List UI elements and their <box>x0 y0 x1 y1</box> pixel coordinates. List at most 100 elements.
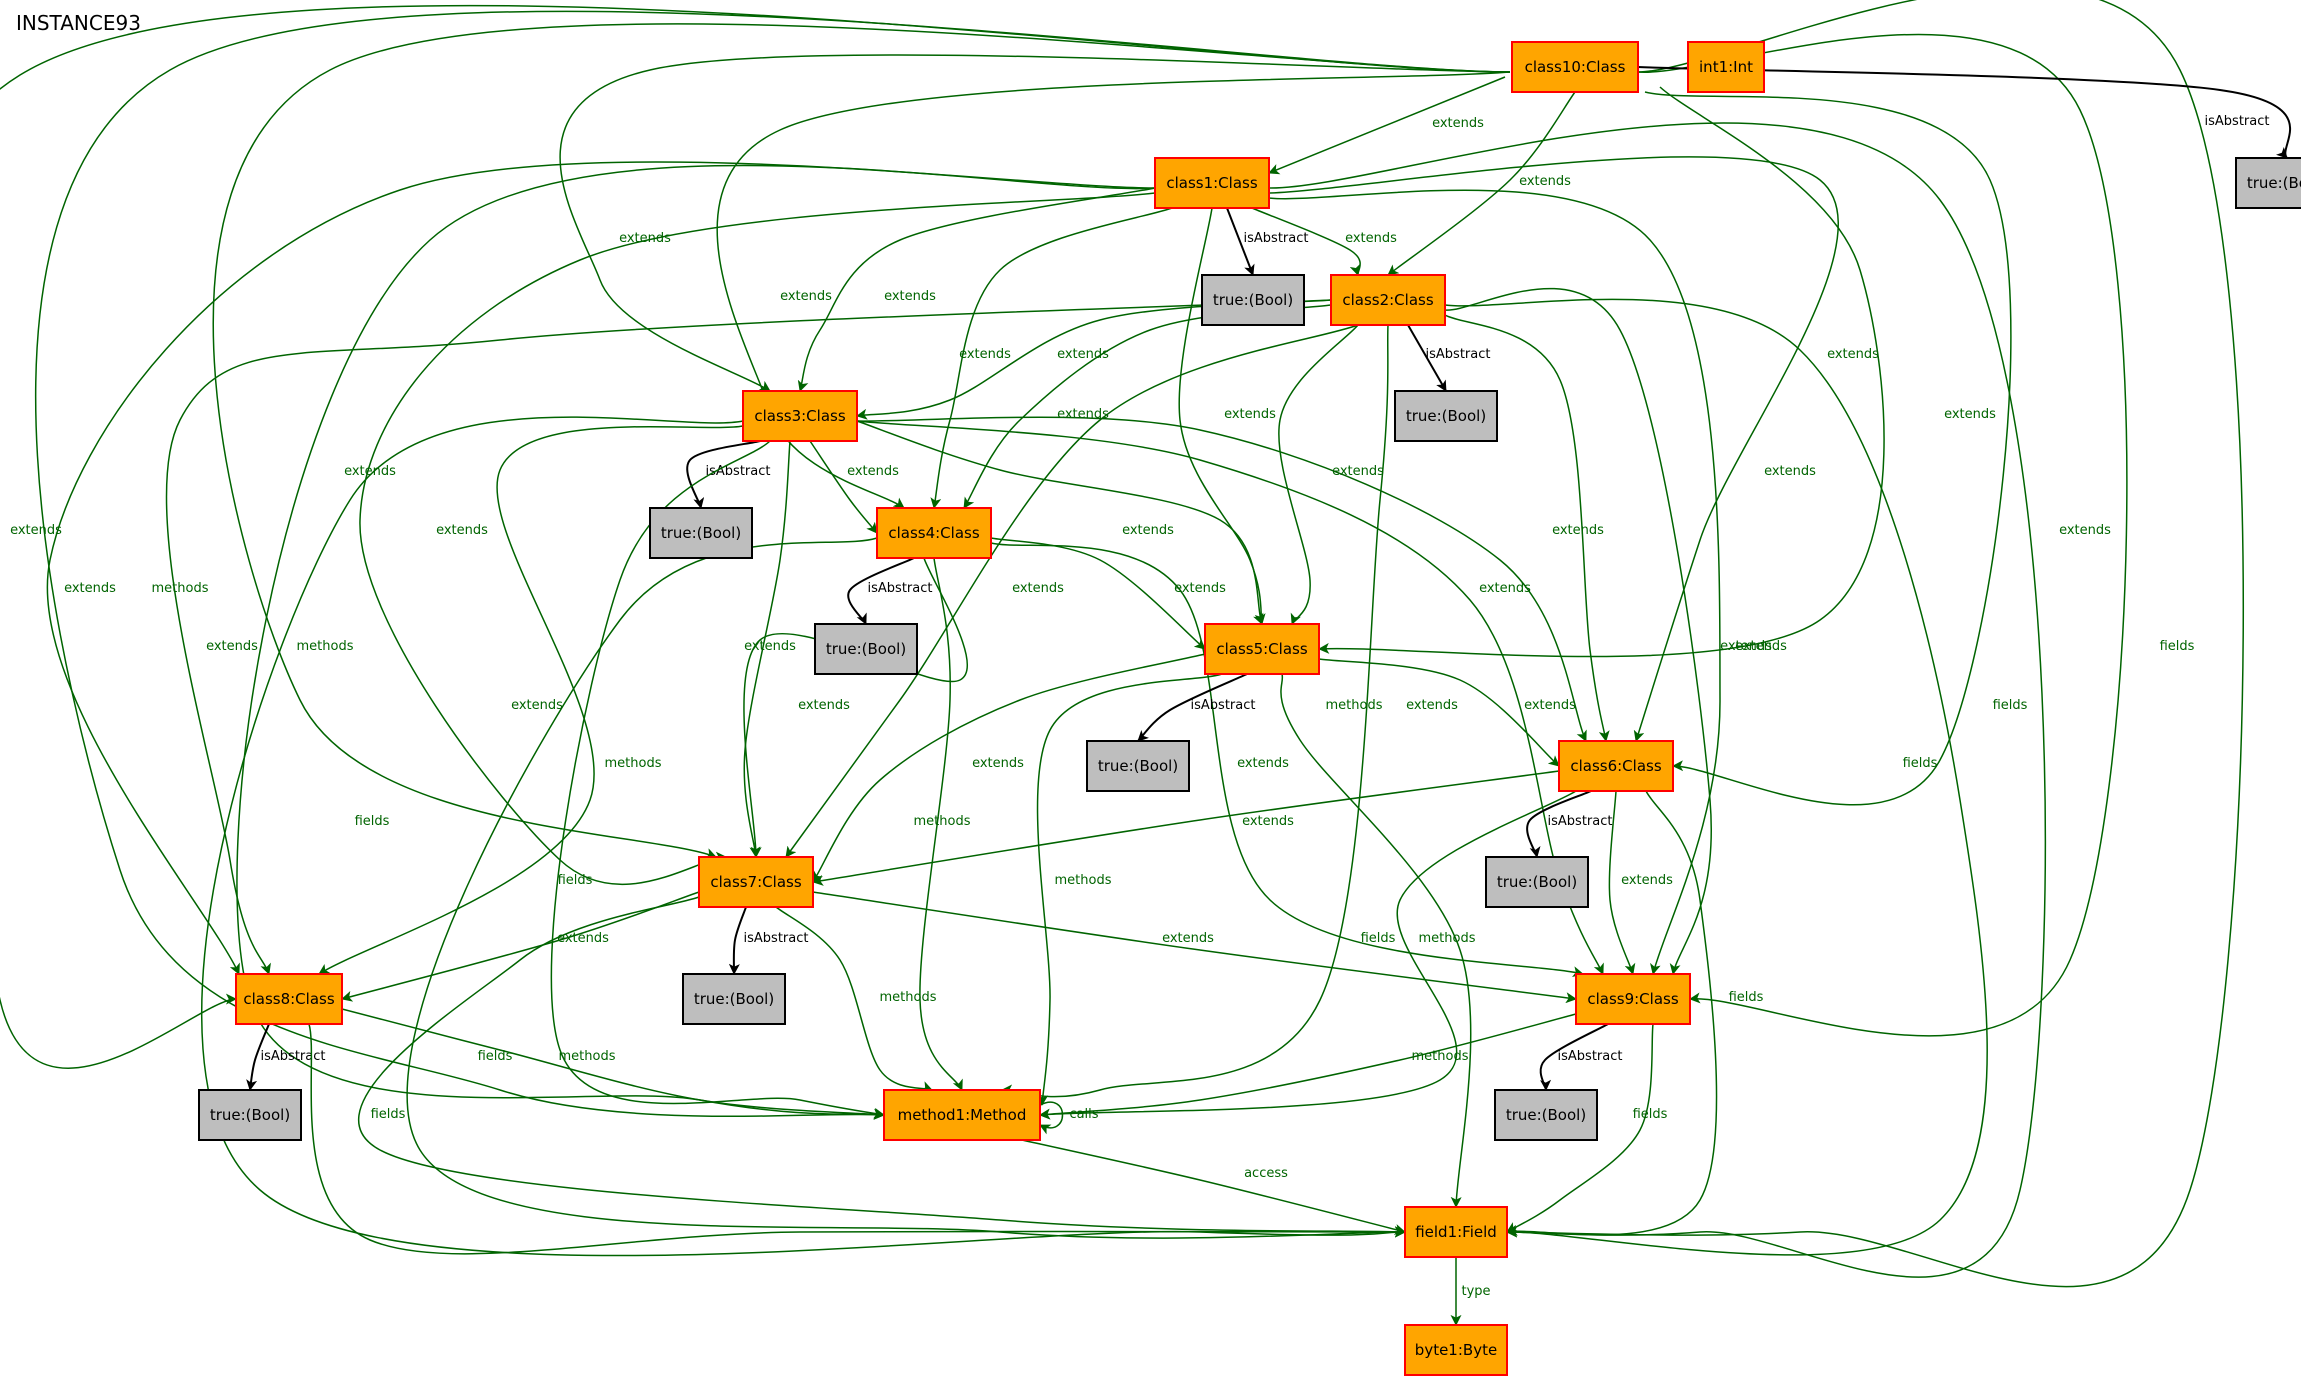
node-box[interactable] <box>742 390 858 442</box>
edge-label: extends <box>1720 639 1772 654</box>
edge-label: methods <box>1326 698 1383 713</box>
edge-line <box>812 770 1560 886</box>
node-t5[interactable]: true:(Bool) <box>1086 740 1190 792</box>
node-box[interactable] <box>1494 1089 1598 1141</box>
node-label: class8:Class <box>243 990 334 1008</box>
node-class9[interactable]: class9:Class <box>1575 973 1691 1025</box>
edge-line <box>1039 1013 1577 1120</box>
edge-class5-t5: isAbstract <box>1137 673 1256 742</box>
edge-class7-class8: extends <box>341 891 700 1002</box>
node-box[interactable] <box>1394 390 1498 442</box>
node-box[interactable] <box>1687 41 1765 93</box>
node-class2[interactable]: class2:Class <box>1330 274 1446 326</box>
node-box[interactable] <box>2235 157 2301 209</box>
edge-label: methods <box>559 1049 616 1064</box>
node-box[interactable] <box>1511 41 1639 93</box>
edge-line <box>1001 324 1389 1098</box>
edge-class10-class3: extends <box>559 54 1511 392</box>
edge-label: extends <box>344 464 396 479</box>
node-field1[interactable]: field1:Field <box>1404 1206 1508 1258</box>
node-t3[interactable]: true:(Bool) <box>649 507 753 559</box>
node-t6[interactable]: true:(Bool) <box>1485 856 1589 908</box>
node-box[interactable] <box>1575 973 1691 1025</box>
node-class7[interactable]: class7:Class <box>698 856 814 908</box>
edge-line <box>1444 314 1610 742</box>
edge-class1-class3: extends <box>797 187 1156 392</box>
edge-label: extends <box>798 698 850 713</box>
edge-line <box>559 54 1511 392</box>
node-box[interactable] <box>1404 1206 1508 1258</box>
node-method1[interactable]: method1:Method <box>883 1089 1041 1141</box>
node-byte1[interactable]: byte1:Byte <box>1404 1324 1508 1376</box>
node-t10[interactable]: true:(Bool) <box>2235 157 2301 209</box>
edge-class4-class9: extends <box>990 542 1584 978</box>
node-class5[interactable]: class5:Class <box>1204 623 1320 675</box>
edge-label: methods <box>1055 873 1112 888</box>
edge-line <box>1039 1101 1064 1135</box>
node-class8[interactable]: class8:Class <box>235 973 343 1025</box>
node-class1[interactable]: class1:Class <box>1154 157 1270 209</box>
edge-class9-t9: isAbstract <box>1539 1023 1622 1091</box>
node-box[interactable] <box>876 507 992 559</box>
node-box[interactable] <box>1086 740 1190 792</box>
node-box[interactable] <box>1558 740 1674 792</box>
edge-label: extends <box>1944 407 1996 422</box>
node-t7[interactable]: true:(Bool) <box>682 973 786 1025</box>
edge-class1-class2: extends <box>1251 207 1397 276</box>
node-int1[interactable]: int1:Int <box>1687 41 1765 93</box>
edge-class7-t7: isAbstract <box>728 906 808 975</box>
edge-class1-class6: extends <box>1268 156 1839 742</box>
node-box[interactable] <box>1485 856 1589 908</box>
node-box[interactable] <box>1201 274 1305 326</box>
node-box[interactable] <box>235 973 343 1025</box>
edge-label: methods <box>880 990 937 1005</box>
node-box[interactable] <box>1330 274 1446 326</box>
edge-line <box>341 891 700 1002</box>
node-box[interactable] <box>649 507 753 559</box>
node-box[interactable] <box>698 856 814 908</box>
edge-class3-class5: extends <box>856 420 1264 625</box>
node-box[interactable] <box>814 623 918 675</box>
node-box[interactable] <box>883 1089 1041 1141</box>
node-box[interactable] <box>198 1089 302 1141</box>
node-class4[interactable]: class4:Class <box>876 507 992 559</box>
edge-class1-t1: isAbstract <box>1226 207 1308 276</box>
edge-class6-field1: fields <box>1506 790 1764 1236</box>
edge-line <box>1506 1023 1654 1233</box>
edge-class1-field1: fields <box>1268 122 2046 1278</box>
node-class3[interactable]: class3:Class <box>742 390 858 442</box>
edge-line <box>775 906 933 1092</box>
edge-class6-t6: isAbstract <box>1526 790 1612 858</box>
edge-line <box>165 299 1332 975</box>
node-t9[interactable]: true:(Bool) <box>1494 1089 1598 1141</box>
edge-class10-class7: extends <box>212 23 1511 859</box>
node-class10[interactable]: class10:Class <box>1511 41 1639 93</box>
edge-class10-class4: extends <box>716 71 1511 509</box>
node-t2[interactable]: true:(Bool) <box>1394 390 1498 442</box>
node-label: true:(Bool) <box>1506 1106 1586 1124</box>
node-label: true:(Bool) <box>2247 174 2301 192</box>
edge-line <box>1608 790 1636 975</box>
node-box[interactable] <box>1204 623 1320 675</box>
node-label: method1:Method <box>898 1106 1027 1124</box>
node-box[interactable] <box>682 973 786 1025</box>
node-class6[interactable]: class6:Class <box>1558 740 1674 792</box>
edge-label: extends <box>1122 523 1174 538</box>
edge-class4-class7: extends <box>743 557 968 858</box>
edge-class5-class7: extends <box>812 653 1206 883</box>
edge-label: fields <box>1903 756 1938 771</box>
node-t4[interactable]: true:(Bool) <box>814 623 918 675</box>
node-label: class7:Class <box>710 873 801 891</box>
node-box[interactable] <box>1404 1324 1508 1376</box>
edge-label: isAbstract <box>1191 698 1256 713</box>
node-label: class5:Class <box>1216 640 1307 658</box>
node-box[interactable] <box>1154 157 1270 209</box>
edge-label: extends <box>972 756 1024 771</box>
edge-class10-field1: fields <box>1506 0 2244 1288</box>
node-t1[interactable]: true:(Bool) <box>1201 274 1305 326</box>
edge-line <box>236 164 1156 1120</box>
edge-label: extends <box>1406 698 1458 713</box>
edge-class3-t3: isAbstract <box>686 440 770 509</box>
node-t8[interactable]: true:(Bool) <box>198 1089 302 1141</box>
